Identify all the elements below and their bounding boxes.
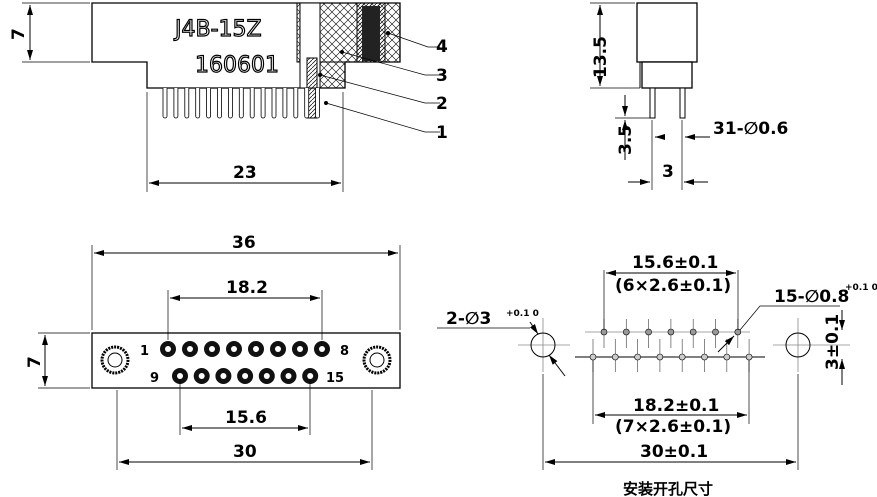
pin-hole-tolerance: +0.1 0: [845, 283, 877, 293]
height-dim: 7: [9, 28, 29, 40]
pin-socket-center: [307, 373, 314, 379]
mount-spacing: 30: [233, 442, 257, 462]
cutout-holes: [589, 319, 753, 372]
pin-spec: 31-∅0.6: [713, 119, 788, 139]
pin-hole: [701, 353, 708, 361]
front-view: 1 8 9 15 36 18.2 7 15.6 30: [25, 233, 401, 470]
pin: [173, 88, 179, 119]
row-offset-dim: 3±0.1: [823, 314, 843, 370]
front-pins: [160, 341, 330, 384]
cutout-caption: 安装开孔尺寸: [623, 480, 713, 497]
end-height-dim: 13.5: [591, 36, 611, 78]
top-row-span: 18.2: [226, 278, 268, 298]
pin-socket-center: [177, 373, 183, 379]
mount-hole-tolerance: +0.1 0: [506, 309, 539, 319]
pin: [206, 88, 211, 119]
pin-hole: [611, 353, 619, 361]
pin-hole-spec: 15-∅0.8: [774, 287, 849, 307]
pin: [217, 88, 222, 119]
pin: [162, 88, 168, 119]
pin-socket-center: [220, 373, 227, 379]
pin-label-8: 8: [340, 344, 349, 359]
pin: [249, 88, 255, 119]
cutout-top-pitch: (6×2.6±0.1): [615, 276, 731, 296]
pin-socket-center: [297, 346, 303, 352]
mount-hole-spec: 2-∅3: [446, 309, 491, 329]
callout-1: 1: [436, 123, 448, 143]
bottom-row-span: 15.6: [225, 408, 267, 428]
pin-socket-center: [187, 346, 193, 352]
panel-cutout: 15.6±0.1 (6×2.6±0.1) 18.2±0.1 (7×2.6±0.1…: [437, 253, 877, 497]
pins: [162, 88, 320, 119]
pin-label-15: 15: [326, 371, 344, 386]
pin: [228, 88, 233, 119]
pin-hole: [634, 353, 641, 361]
pin: [304, 88, 310, 119]
date-code: 160601: [195, 53, 279, 78]
overall-width: 36: [232, 233, 256, 253]
pin-hole: [667, 328, 675, 336]
pin-socket-center: [319, 346, 325, 352]
pin: [271, 88, 277, 119]
front-height-dim: 7: [25, 356, 45, 368]
pin-hole: [745, 353, 753, 361]
pin-hole: [589, 353, 597, 361]
pin: [293, 88, 299, 119]
pin-label-9: 9: [150, 371, 159, 386]
pin-hole: [712, 328, 719, 336]
side-view: J4B-15Z 160601 7 23 4 3 2 1: [9, 2, 448, 192]
cutout-mount-spacing: 30±0.1: [640, 442, 708, 462]
pin-socket-center: [242, 373, 249, 379]
width-dim: 23: [233, 163, 257, 183]
pin-hole: [645, 328, 652, 336]
pin-hole: [689, 328, 697, 336]
pin: [260, 88, 266, 119]
pin: [238, 88, 244, 119]
part-number: J4B-15Z: [173, 17, 262, 42]
pin-hole: [723, 353, 731, 361]
pin: [315, 88, 320, 119]
cutout-top-span: 15.6±0.1: [632, 253, 718, 273]
pin-hole: [622, 328, 630, 336]
pin-socket-center: [198, 373, 205, 379]
pin-label-1: 1: [140, 344, 149, 359]
pin-socket-center: [165, 346, 171, 352]
pin-socket-center: [253, 346, 259, 352]
pin: [184, 88, 190, 119]
end-view: 13.5 3.5 3 31-∅0.6: [590, 2, 788, 190]
pin-socket-center: [231, 346, 237, 352]
pin-hole: [656, 353, 664, 361]
callout-4: 4: [436, 37, 448, 57]
pin-socket-center: [285, 373, 292, 379]
cutout-bottom-span: 18.2±0.1: [633, 396, 719, 416]
pin-socket-center: [209, 346, 215, 352]
callouts: 4 3 2 1: [318, 31, 448, 143]
callout-2: 2: [436, 94, 448, 114]
pin-socket-center: [275, 346, 281, 352]
cutout-bottom-pitch: (7×2.6±0.1): [615, 417, 731, 437]
pin: [282, 88, 288, 119]
pin-socket-center: [263, 373, 270, 379]
pin: [195, 88, 201, 119]
callout-3: 3: [436, 66, 448, 86]
pin-hole: [678, 353, 686, 361]
pitch-dim: 3: [662, 162, 674, 182]
pin-length-dim: 3.5: [616, 125, 636, 155]
